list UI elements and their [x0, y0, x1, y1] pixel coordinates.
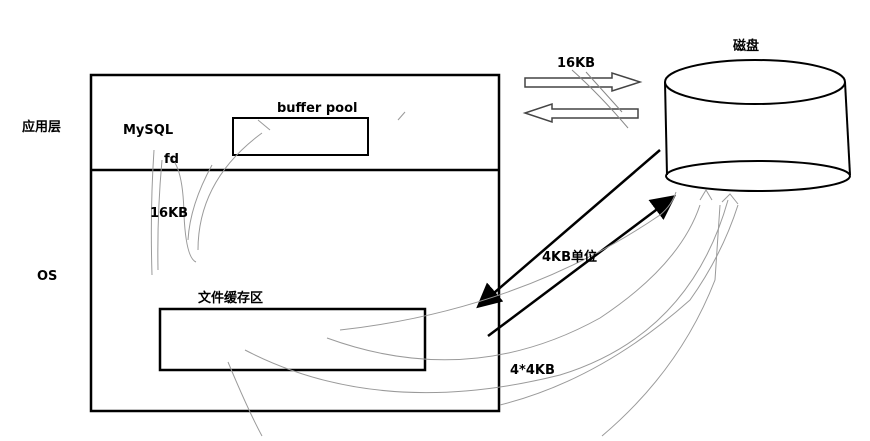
- four-by-4kb-label: 4*4KB: [510, 363, 555, 378]
- buffer-pool-box: [232, 117, 369, 156]
- sketch-cache-disk-1: [339, 191, 677, 331]
- sketch-cache-to-pool: [187, 119, 271, 251]
- arrow-from-disk: [522, 102, 639, 124]
- os-label: OS: [37, 269, 57, 284]
- disk-left-side: [664, 81, 668, 176]
- mysql-label: MySQL: [123, 123, 173, 138]
- fd-label: fd: [164, 152, 179, 167]
- system-box: [89, 73, 501, 413]
- sketch-cache-disk-5: [499, 204, 739, 406]
- sketch-fd-loop: [157, 154, 197, 271]
- file-cache-label: 文件缓存区: [198, 290, 263, 306]
- crossout-sketch: [571, 69, 629, 129]
- buffer-pool-label: buffer pool: [277, 101, 357, 116]
- disk-to-cache-arrow: [476, 149, 661, 309]
- sketch-cache-disk-4: [227, 361, 263, 437]
- cache-to-disk-arrow: [487, 195, 676, 337]
- sketch-cache-disk-3: [244, 199, 729, 394]
- transfer-size-label: 16KB: [557, 56, 595, 71]
- app-layer-label: 应用层: [22, 119, 61, 135]
- sketch-arrowheads-disk: [699, 189, 739, 205]
- disk-cylinder: [664, 59, 851, 192]
- sketch-stray-mark: [397, 111, 406, 121]
- sketch-curves: [150, 111, 739, 437]
- disk-bottom: [665, 160, 851, 192]
- arrow-to-disk: [524, 71, 643, 93]
- read-size-label: 16KB: [150, 206, 188, 221]
- disk-top: [664, 59, 846, 105]
- sketch-cache-disk-6: [601, 204, 721, 437]
- disk-right-side: [844, 81, 851, 176]
- disk-label: 磁盘: [733, 38, 759, 54]
- file-cache-box: [158, 307, 427, 372]
- unit-4kb-label: 4KB单位: [542, 249, 597, 265]
- sketch-cache-disk-2: [326, 204, 701, 361]
- sketch-fd-up: [150, 149, 155, 276]
